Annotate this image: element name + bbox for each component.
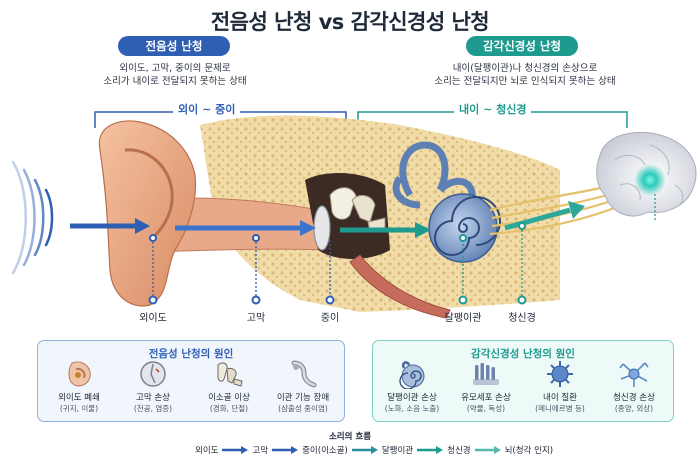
eardrum (313, 205, 331, 251)
marker-ear-canal (148, 295, 158, 305)
conductive-causes-panel: 전음성 난청의 원인 외이도 폐쇄 (귀지, 이물) 고막 손상 (천공, 염증… (37, 340, 345, 422)
auricle (98, 120, 197, 307)
flow-step-3: 중이(이소골) (302, 446, 348, 456)
sound-flow-title: 소리의 흐름 (328, 432, 372, 442)
eustachian-tube (349, 254, 451, 319)
marker-cochlea (458, 295, 468, 305)
marker-eardrum-top (252, 234, 260, 242)
marker-nerve (517, 295, 527, 305)
ossicle-icon (217, 362, 243, 387)
label-cochlea: 달팽이관 (444, 313, 482, 324)
hair-cell-icon (473, 363, 499, 385)
marker-eardrum (251, 295, 261, 305)
flow-step-5: 청신경 (447, 446, 471, 456)
ear-anatomy-diagram (11, 111, 697, 319)
incus (351, 194, 376, 223)
cause-cochlea-damage: 달팽이관 손상 (노화, 소음 노출) (377, 359, 447, 414)
label-eardrum: 고막 (246, 313, 266, 324)
neuron-icon (619, 362, 649, 387)
flow-arrow-icon (474, 446, 501, 454)
conductive-causes-title: 전음성 난청의 원인 (148, 348, 234, 360)
conductive-description: 외이도, 고막, 중이의 문제로 소리가 내이로 전달되지 못하는 상태 (75, 62, 275, 88)
label-ear-canal: 외이도 (139, 313, 167, 324)
flow-arrow-icon (272, 446, 299, 454)
flow-step-4: 달팽이관 (381, 446, 414, 456)
flow-step-2: 고막 (252, 446, 269, 456)
flow-arrow-icon (222, 446, 249, 454)
sensorineural-causes-title: 감각신경성 난청의 원인 (471, 348, 575, 360)
sound-arrowhead-3 (415, 222, 431, 238)
sensorineural-desc-line2: 소리는 전달되지만 뇌로 인식되지 못하는 상태 (434, 76, 616, 87)
malleus (329, 187, 357, 220)
eardrum-icon (140, 361, 166, 387)
outer-middle-ear-label: 외이 ~ 중이 (173, 101, 241, 117)
conductive-badge: 전음성 난청 (118, 36, 230, 56)
marker-nerve-top (518, 222, 526, 230)
auditory-cortex-glow (634, 164, 666, 196)
sound-arrowhead-2 (300, 220, 316, 236)
eustachian-tube-icon (291, 360, 317, 388)
page-title: 전음성 난청 vs 감각신경성 난청 (210, 10, 490, 34)
cause-inner-ear-disease: 내이 질환 (메니에르병 등) (525, 359, 595, 414)
sensorineural-desc-line1: 내이(달팽이관)나 청신경의 손상으로 (452, 63, 598, 74)
sound-waves-icon (11, 160, 54, 275)
sound-arrowhead-1 (135, 218, 150, 234)
cause-eardrum-damage: 고막 손상 (천공, 염증) (118, 359, 188, 414)
ear-canal-icon (68, 361, 91, 387)
cochlea-spiral (434, 196, 501, 256)
marker-ear-canal-top (149, 234, 157, 242)
flow-step-1: 외이도 (195, 446, 219, 456)
cause-auditory-nerve-damage: 청신경 손상 (종양, 외상) (599, 359, 669, 414)
flow-step-6: 뇌(청각 인지) (504, 446, 554, 456)
cause-eustachian-dysfunction: 이관 기능 장애 (삼출성 중이염) (268, 359, 338, 414)
sound-arrow-4 (504, 207, 571, 231)
label-middle-ear: 중이 (320, 313, 340, 324)
brain-folds (614, 144, 684, 206)
label-auditory-nerve: 청신경 (508, 313, 536, 324)
conductive-desc-line2: 소리가 내이로 전달되지 못하는 상태 (103, 76, 247, 87)
cochlea-icon (399, 361, 425, 389)
conductive-desc-line1: 외이도, 고막, 중이의 문제로 (119, 63, 231, 74)
virus-icon (547, 361, 573, 387)
inner-ear-nerve-label: 내이 ~ 청신경 (454, 101, 532, 117)
sound-flow-row: 외이도 고막 중이(이소골) 달팽이관 청신경 뇌(청각 인지) (195, 444, 553, 456)
sensorineural-badge: 감각신경성 난청 (466, 36, 578, 56)
cause-ear-canal-blockage: 외이도 폐쇄 (귀지, 이물) (44, 359, 114, 414)
sensorineural-causes-panel: 감각신경성 난청의 원인 달팽이관 손상 (노화, 소음 노출) 유모세포 손상… (372, 340, 674, 422)
flow-arrow-icon (417, 446, 444, 454)
sensorineural-description: 내이(달팽이관)나 청신경의 손상으로 소리는 전달되지만 뇌로 인식되지 못하… (410, 62, 640, 88)
auricle-fold (124, 148, 174, 242)
sound-arrowhead-4 (568, 201, 585, 219)
cause-ossicle-abnormality: 이소골 이상 (경화, 단절) (194, 359, 264, 414)
marker-cochlea-top (459, 234, 467, 242)
flow-arrow-icon (351, 446, 378, 454)
marker-middle-ear (325, 295, 335, 305)
cause-hair-cell-damage: 유모세포 손상 (약물, 독성) (451, 359, 521, 414)
